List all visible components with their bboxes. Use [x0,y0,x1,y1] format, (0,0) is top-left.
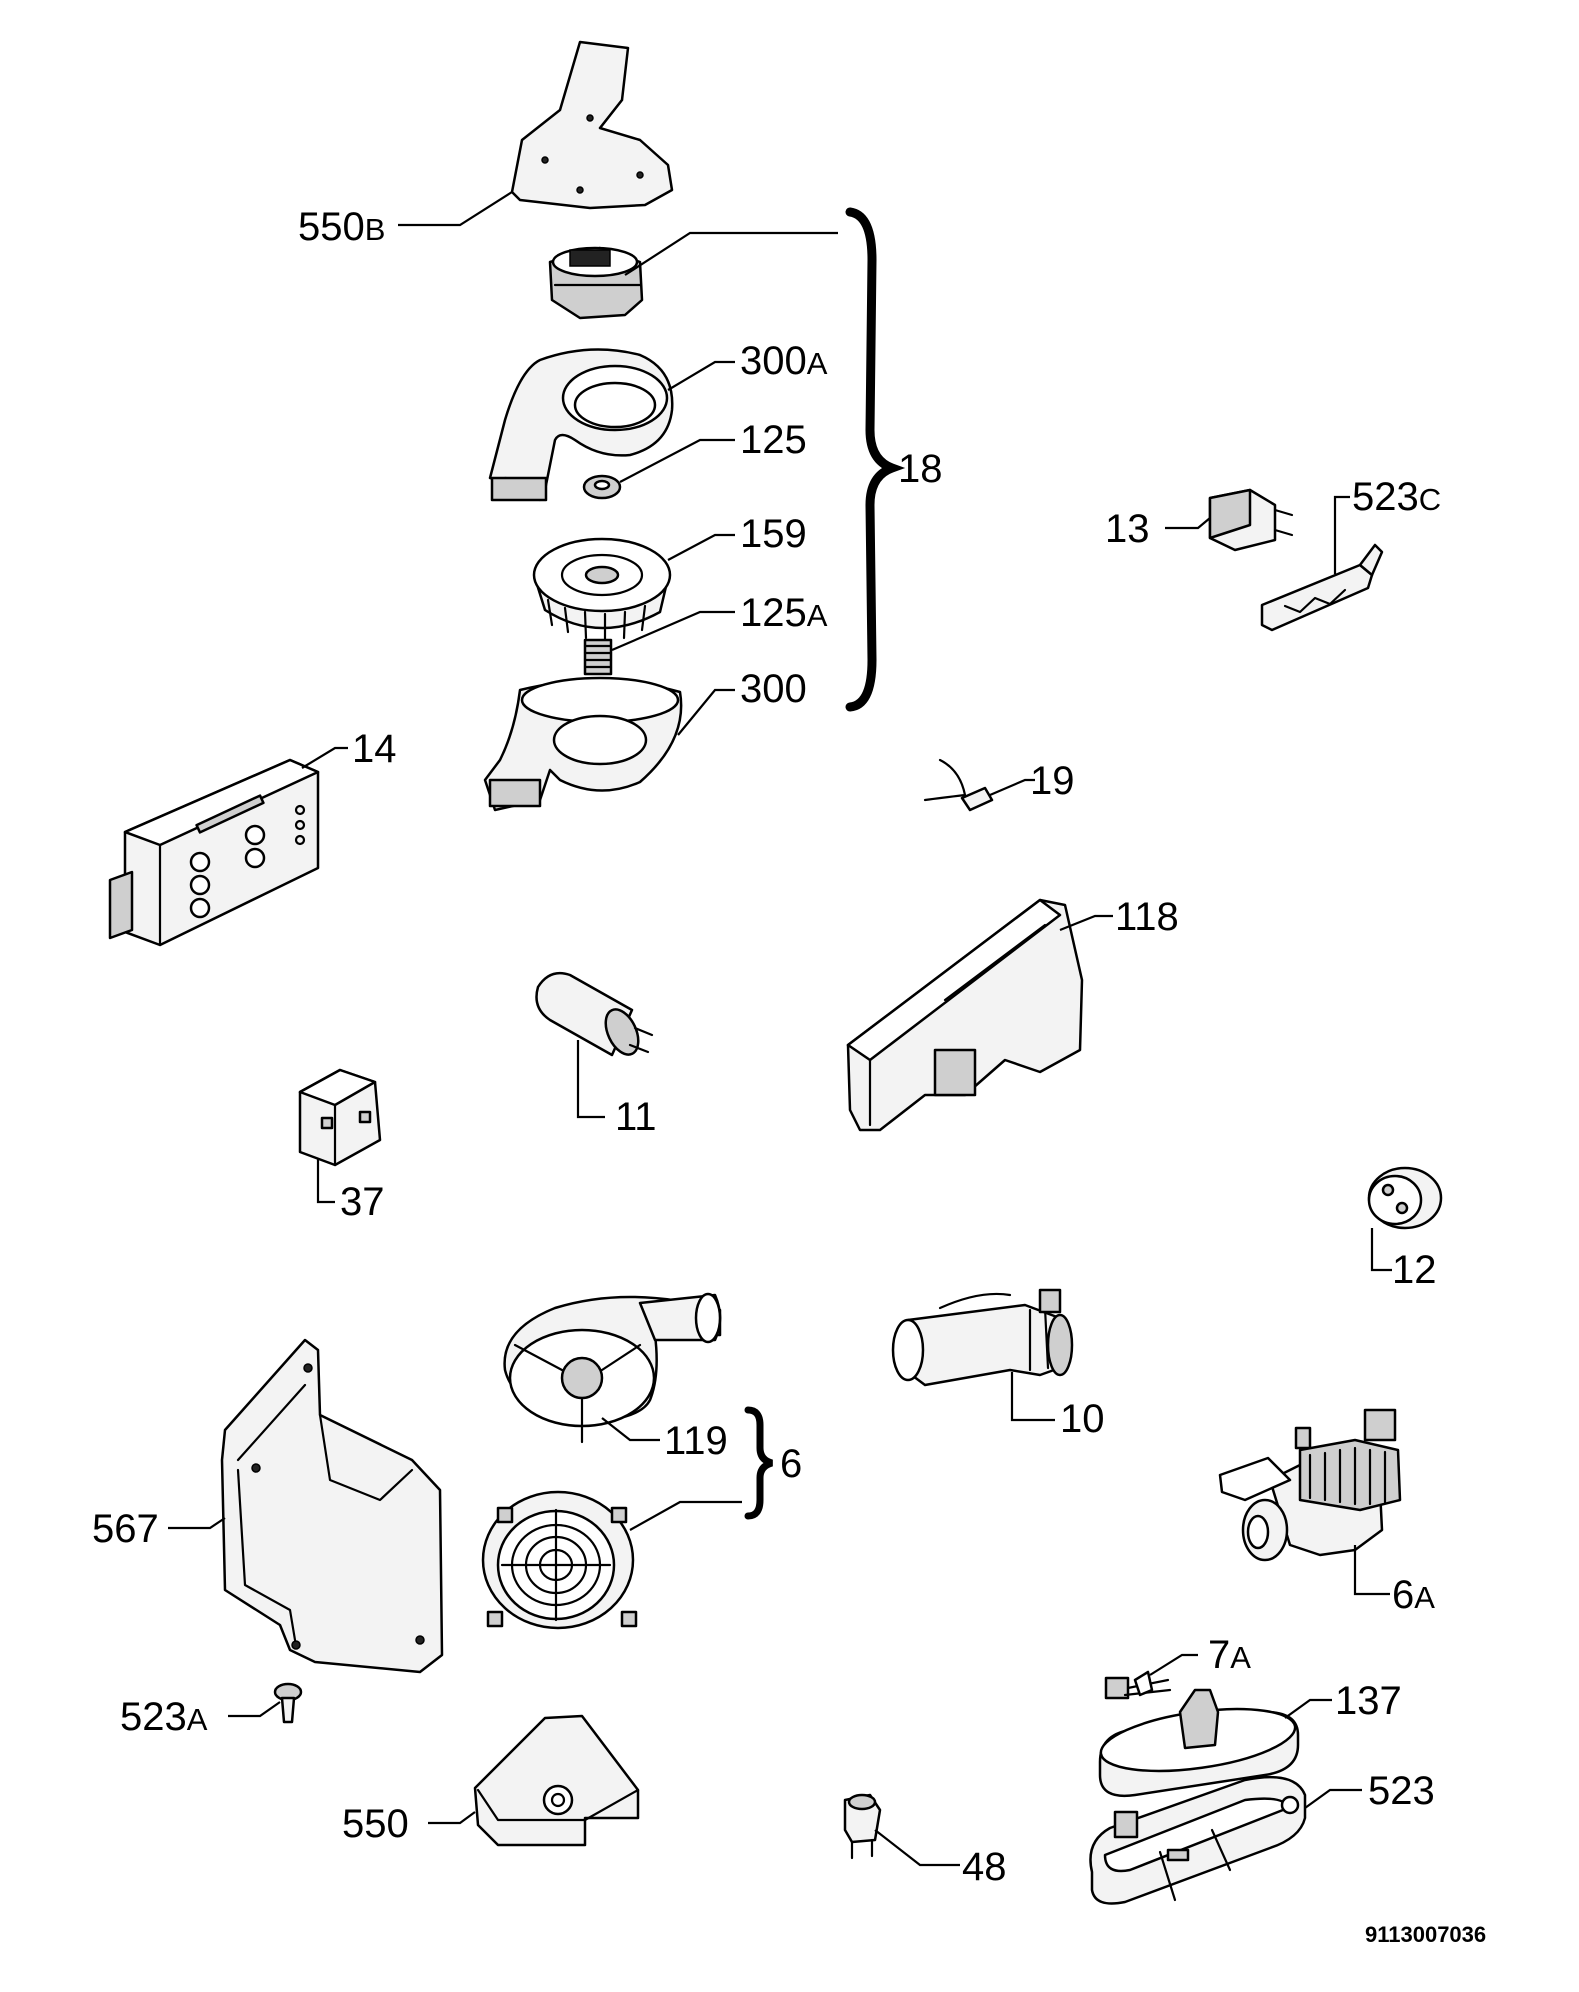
leader-550 [428,1811,476,1825]
leader-125 [619,438,735,483]
label-523: 523 [1368,1769,1435,1813]
part-12-knob [1367,1166,1443,1230]
part-523c-bracket [1260,543,1384,632]
part-14-control-module [108,758,320,947]
part-137-float [1098,1688,1300,1798]
part-10-valve [891,1288,1074,1387]
leader-523c [1333,495,1350,574]
label-159: 159 [740,512,807,556]
label-300a: 300A [740,339,828,383]
part-19-sensor [923,758,994,812]
label-7a: 7A [1208,1633,1251,1677]
document-number: 9113007036 [1365,1922,1486,1947]
leader-523a [228,1701,281,1718]
part-37-filter [298,1068,382,1167]
part-300a-upper-housing [488,348,674,502]
label-14: 14 [352,727,397,771]
leader-12 [1370,1228,1392,1272]
label-523a: 523A [120,1695,208,1739]
leader-pump-motor [629,1500,742,1531]
label-6: 6 [780,1442,802,1486]
label-37: 37 [340,1180,385,1224]
label-13: 13 [1105,507,1150,551]
leader-567 [168,1517,226,1530]
part-523-sump [1089,1775,1307,1905]
part-118-dispenser [846,898,1084,1132]
leader-300a [667,360,735,391]
leader-159 [667,533,735,561]
part-7a-float-switch [1104,1670,1172,1700]
part-11-capacitor [535,971,654,1057]
label-125: 125 [740,418,807,462]
part-125-bearing [582,474,622,500]
part-300-lower-housing [483,676,683,812]
label-119: 119 [664,1419,728,1463]
label-300: 300 [740,667,807,711]
label-523c: 523C [1352,475,1441,519]
label-19: 19 [1030,759,1075,803]
label-12: 12 [1392,1248,1437,1292]
leader-19 [989,778,1035,797]
part-550-cover [473,1714,640,1847]
leader-14 [301,746,348,769]
label-6a: 6A [1392,1573,1435,1617]
leader-48 [874,1829,960,1867]
bracket-6 [744,1406,774,1520]
part-567-shield [220,1338,444,1674]
label-118: 118 [1115,895,1179,939]
part-523a-screw [273,1682,303,1724]
label-10: 10 [1060,1397,1105,1441]
part-119-volute [503,1292,722,1444]
leader-550b [398,191,513,227]
leader-13 [1165,517,1211,530]
label-11: 11 [615,1095,657,1139]
label-550b: 550B [298,205,385,249]
leader-11 [576,1040,605,1119]
label-550: 550 [342,1802,409,1846]
leader-300 [677,688,735,736]
part-6a-drain-pump [1218,1408,1402,1562]
leader-137 [1284,1698,1332,1719]
leader-125a [611,610,735,652]
part-48-plug [843,1793,882,1860]
leader-fan-motor [624,231,838,276]
bracket-18 [845,207,906,712]
label-567: 567 [92,1507,159,1551]
part-fan-motor [548,246,644,320]
label-125a: 125A [740,591,828,635]
part-125a-spring [583,638,613,676]
part-159-impeller [532,537,672,642]
leader-523 [1304,1788,1362,1809]
label-48: 48 [962,1845,1007,1889]
leader-37 [316,1158,335,1204]
leader-118 [1059,914,1113,932]
part-550b-duct-cover [510,40,674,210]
label-137: 137 [1335,1679,1402,1723]
label-18: 18 [898,447,943,491]
leader-6a [1353,1545,1390,1596]
part-pump-motor [481,1490,638,1630]
part-13-switch [1208,488,1294,552]
leader-119 [601,1417,660,1442]
leader-10 [1010,1372,1055,1422]
leader-7a [1149,1653,1198,1676]
